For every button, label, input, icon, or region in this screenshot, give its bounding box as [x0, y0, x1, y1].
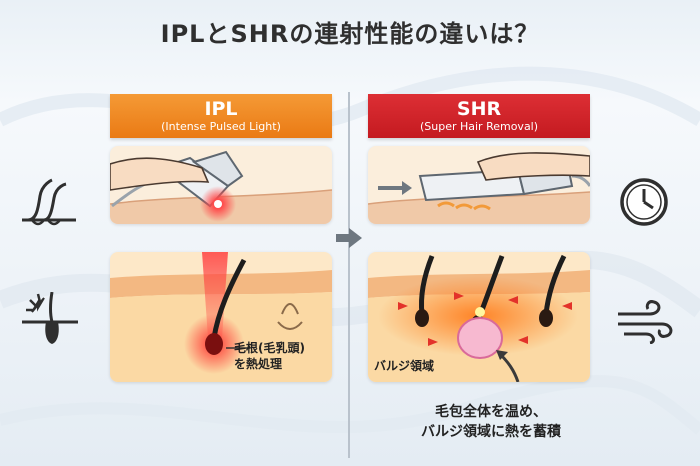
arrow-right-icon: [336, 228, 362, 248]
hair-icon: [22, 178, 76, 226]
ipl-subtitle: (Intense Pulsed Light): [161, 120, 281, 133]
clock-icon: [620, 178, 668, 226]
shr-device-panel: [368, 146, 590, 224]
ipl-device-illustration: [110, 150, 332, 224]
shr-bulge-label: バルジ領域: [374, 359, 435, 373]
shr-device-illustration: [368, 152, 590, 224]
shr-name: SHR: [456, 98, 502, 120]
page-title: IPLとSHRの連射性能の違いは？: [160, 20, 540, 48]
damaged-hair-icon: [22, 292, 78, 344]
shr-skin-illustration: [368, 252, 590, 382]
shr-subtitle: (Super Hair Removal): [419, 120, 539, 133]
ipl-target-label: 毛根(毛乳頭) を熱処理: [234, 341, 305, 371]
ipl-device-panel: [110, 146, 332, 224]
shr-caption: 毛包全体を温め、 バルジ領域に熱を蓄積: [421, 404, 561, 440]
ipl-skin-panel: 毛根(毛乳頭) を熱処理: [110, 252, 332, 382]
shr-skin-panel: バルジ領域: [368, 252, 590, 382]
ipl-name: IPL: [204, 98, 238, 120]
ipl-skin-illustration: [110, 252, 332, 382]
wind-icon: [618, 300, 673, 344]
ipl-header: IPL (Intense Pulsed Light): [110, 94, 332, 138]
shr-header: SHR (Super Hair Removal): [368, 94, 590, 138]
center-divider: [348, 92, 350, 458]
